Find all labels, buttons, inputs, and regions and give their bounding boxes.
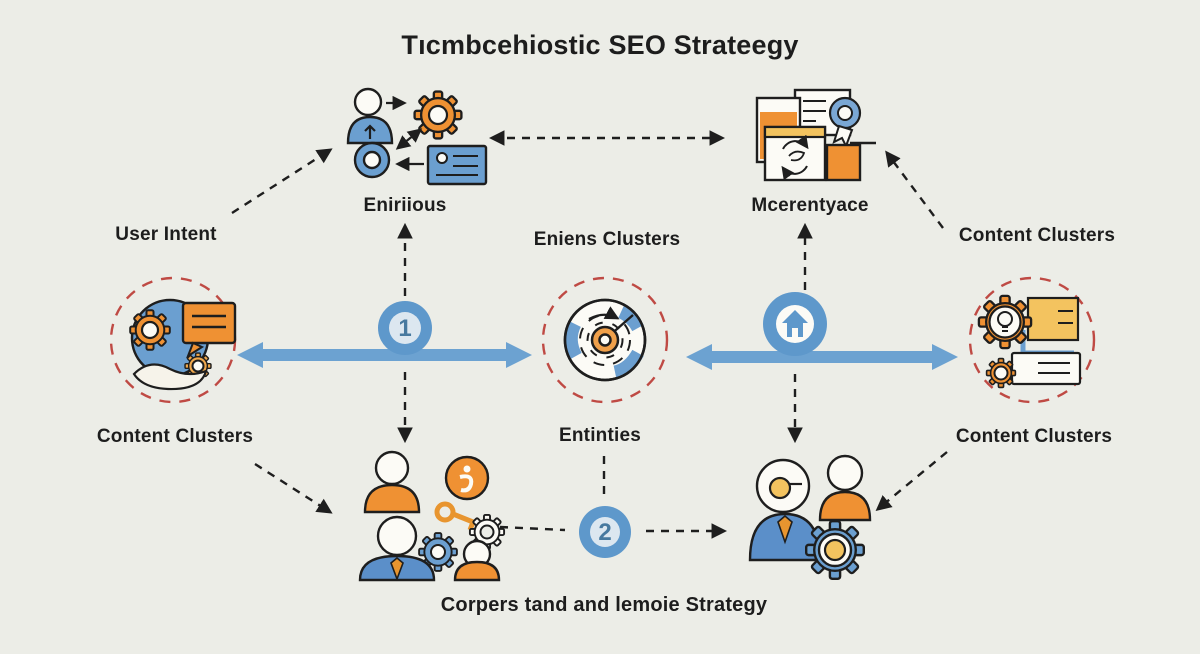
diag-arrow-icon — [395, 128, 423, 150]
double-arrow-left — [237, 342, 532, 368]
top-left-cluster-illustration — [346, 87, 488, 186]
step2-badge: 2 — [579, 506, 631, 558]
bottom-left-cluster-illustration — [358, 450, 506, 582]
label-eniens-clusters: Eniens Clusters — [533, 229, 681, 250]
bottom-right-cluster-illustration — [748, 454, 872, 580]
hand-icon — [132, 363, 208, 391]
label-mcerentyace: Mcerentyace — [751, 195, 869, 216]
center-node-dashed-ring — [541, 276, 669, 404]
curved-arrow-icon — [588, 306, 620, 320]
speech-bubble-icon — [181, 301, 237, 345]
ribbon-tail — [832, 124, 854, 149]
connector-rightnode-bottomright — [875, 451, 948, 511]
home-badge — [763, 292, 827, 356]
connector-ccleft-bottomleft — [254, 462, 333, 514]
top-right-cluster-illustration — [755, 88, 876, 182]
user-icon — [353, 87, 383, 117]
home-icon — [782, 310, 808, 337]
step2-number: 2 — [598, 519, 611, 546]
label-user-intent: User Intent — [115, 224, 217, 245]
right-node-dashed-ring — [968, 276, 1096, 404]
label-entities: Entinties — [558, 425, 642, 446]
key-icon — [434, 501, 456, 523]
label-content-clusters-top-right: Content Clusters — [958, 225, 1116, 246]
left-node-illustration — [129, 298, 237, 391]
double-arrow-right — [686, 344, 958, 370]
label-content-clusters-left: Content Clusters — [96, 426, 254, 447]
tie — [777, 514, 793, 545]
user-icon — [826, 454, 864, 492]
sync-arrow — [782, 134, 809, 150]
right-node-illustration — [977, 294, 1082, 389]
step1-badge: 1 — [378, 301, 432, 355]
magnifier-lens-icon — [768, 476, 792, 500]
connector-userintent-topleft — [231, 148, 333, 215]
step1-number: 1 — [398, 315, 411, 342]
connector-ccright-topright — [885, 150, 944, 229]
connector-bottomleft-step2 — [499, 525, 566, 532]
dashed-connectors — [231, 130, 948, 539]
page-title: Tıcmbcehiostic SEO Strateegy — [401, 30, 799, 60]
up-arrow-icon — [364, 124, 376, 139]
label-content-clusters-right: Content Clusters — [955, 426, 1113, 447]
tie — [390, 556, 404, 582]
blue-arrows — [237, 342, 958, 370]
document-icon — [1010, 351, 1082, 386]
note-card-icon — [1026, 296, 1080, 342]
user-icon — [374, 450, 410, 486]
orange-square-icon — [825, 143, 862, 182]
user-icon — [376, 515, 418, 557]
center-node-illustration — [563, 298, 647, 382]
sync-arrow — [781, 165, 808, 181]
bottom-caption: Corpers tand and lemoie Strategy — [440, 594, 768, 616]
label-eniriious: Eniriious — [363, 195, 447, 216]
